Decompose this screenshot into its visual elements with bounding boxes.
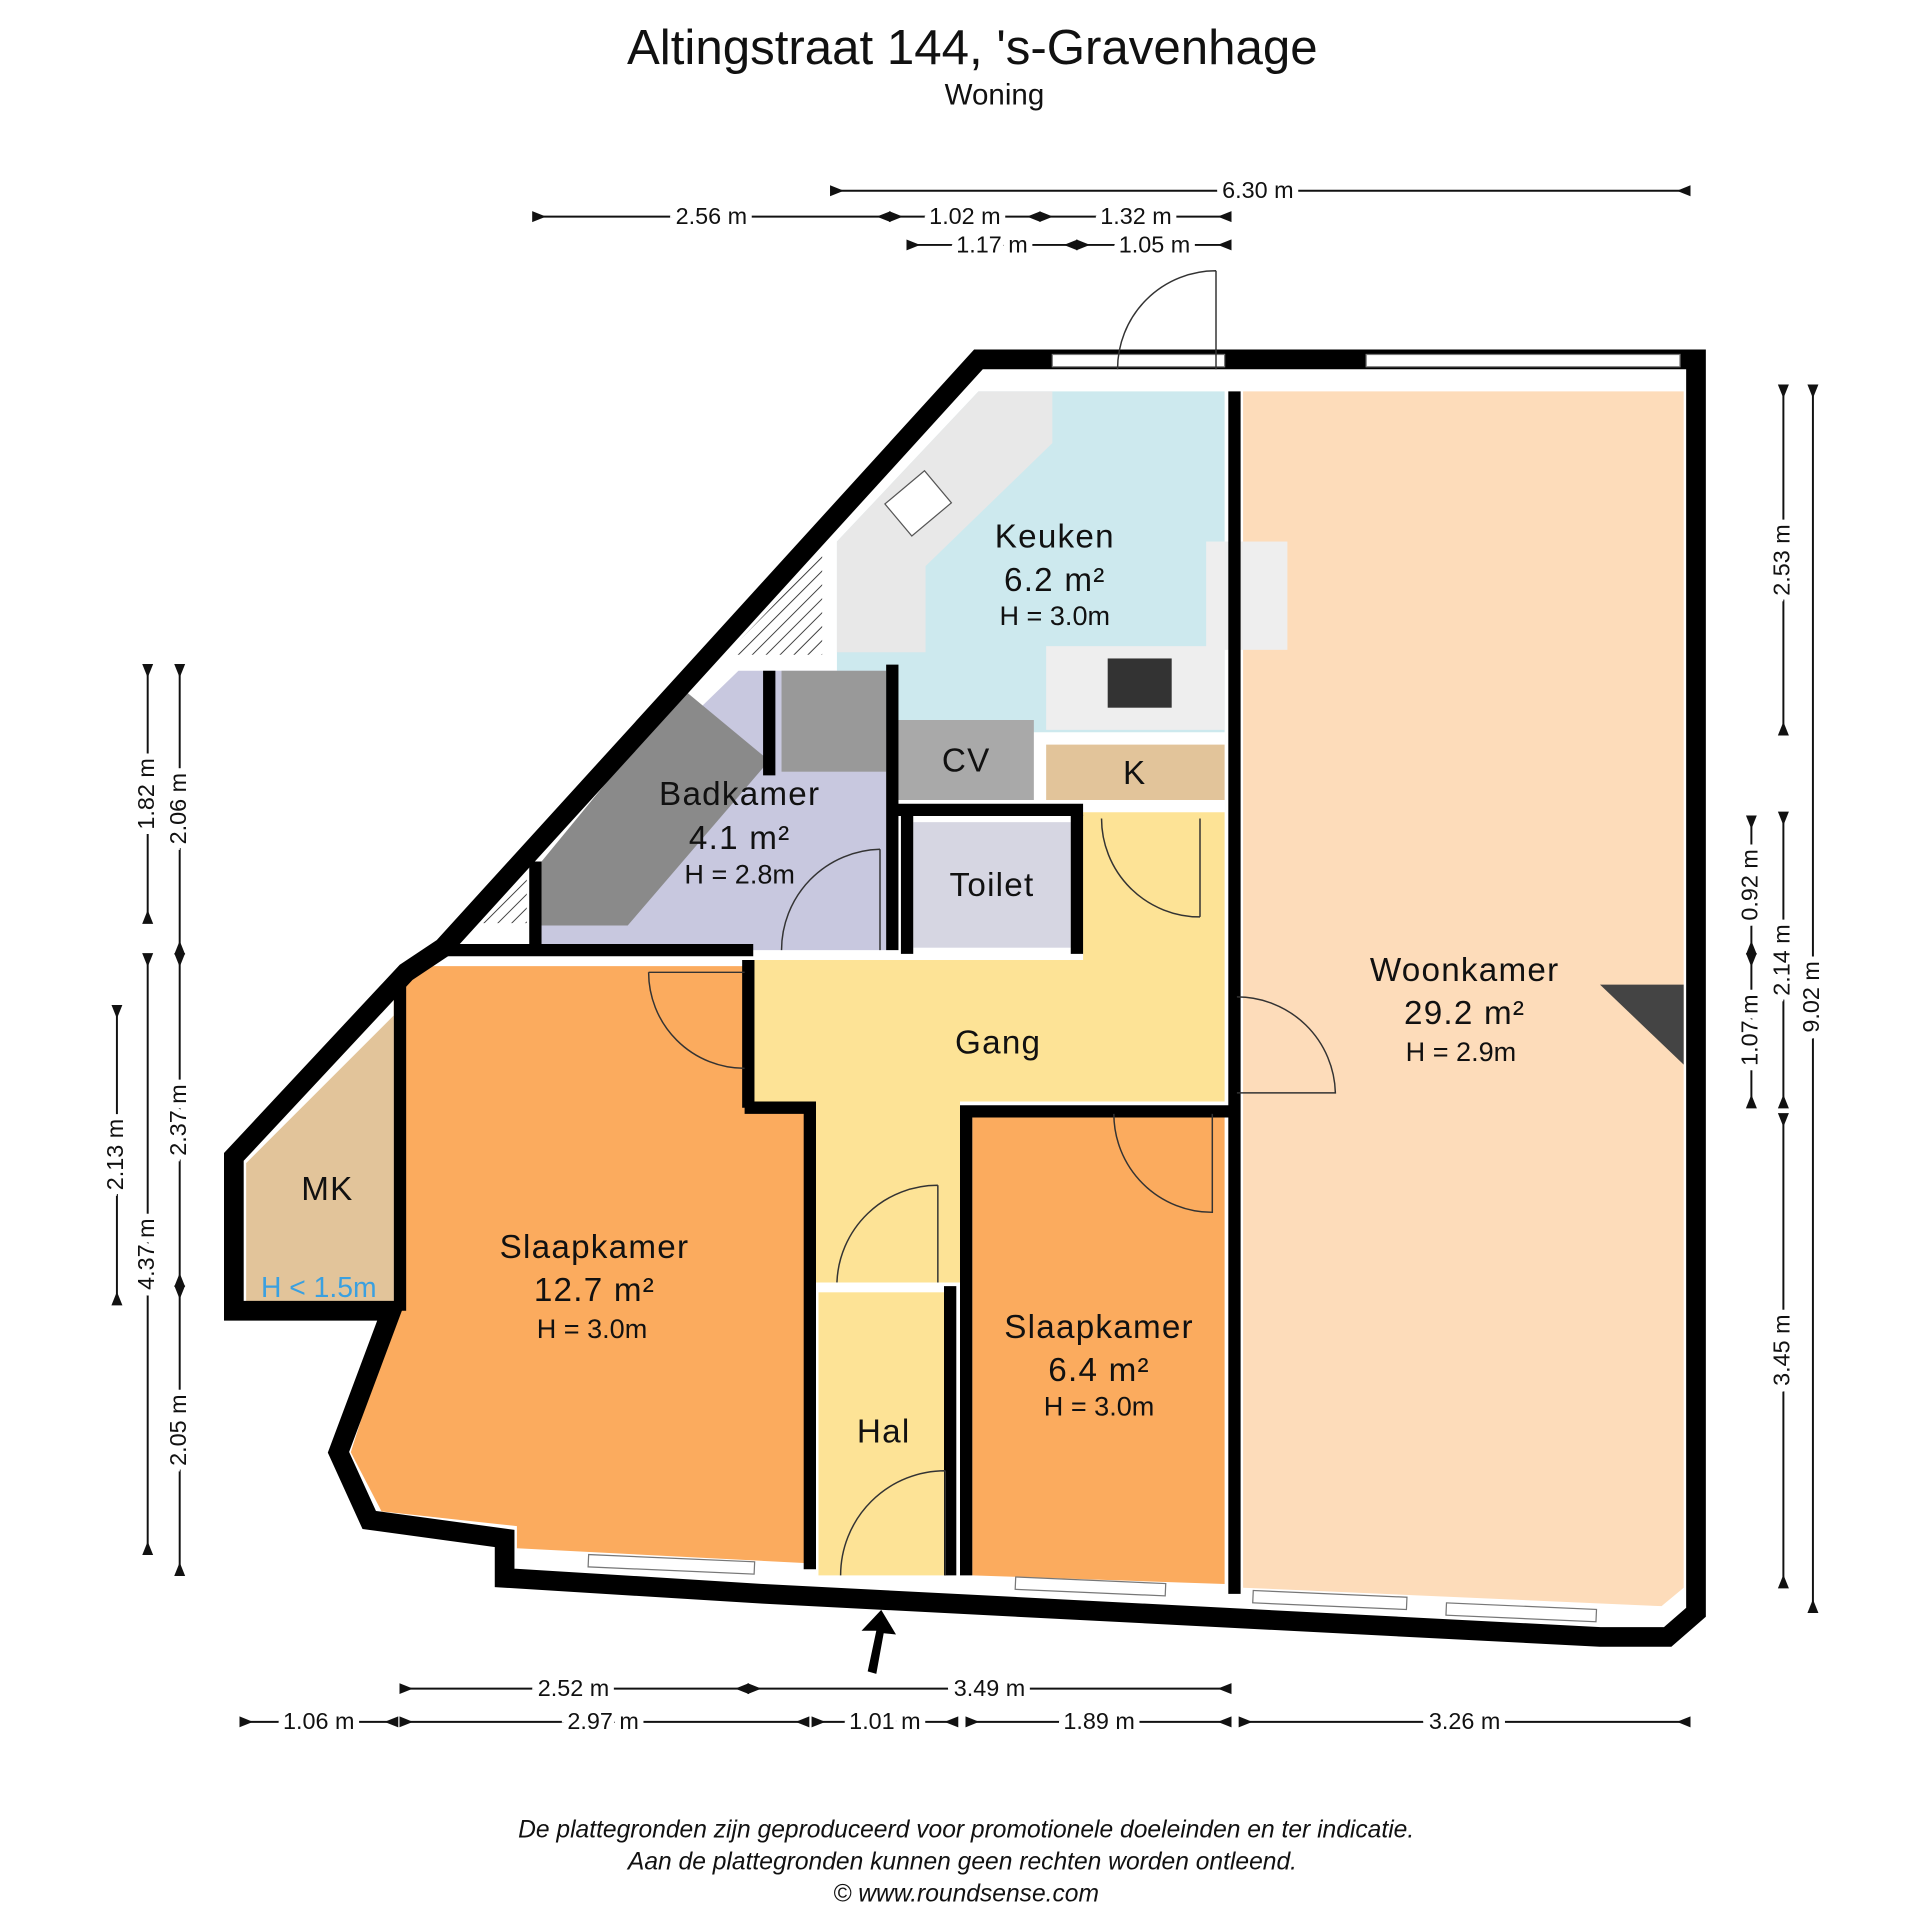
dimension-label: 2.13 m <box>102 1119 128 1190</box>
dimension-label: 2.97 m <box>567 1708 638 1734</box>
room-slaapkamer-2 <box>972 1113 1225 1584</box>
room-label: Woonkamer <box>1370 952 1560 989</box>
room-cv <box>896 720 1034 800</box>
entrance-door[interactable] <box>839 1470 946 1576</box>
bathtub-icon <box>541 689 770 926</box>
room-label: Toilet <box>950 867 1035 904</box>
dimension-label: 6.30 m <box>1222 177 1293 203</box>
dimension-label: 3.45 m <box>1769 1314 1795 1385</box>
room-height: H = 3.0m <box>1044 1390 1155 1421</box>
dimension-label: 1.01 m <box>849 1708 920 1734</box>
dimension-label: 1.06 m <box>283 1708 354 1734</box>
room-height: H = 3.0m <box>999 600 1110 631</box>
door[interactable] <box>647 971 745 1070</box>
room-label: MK <box>301 1171 353 1208</box>
disclaimer-line: Aan de plattegronden kunnen geen rechten… <box>626 1849 1297 1876</box>
door[interactable] <box>780 848 881 951</box>
exterior-wall <box>224 349 1706 1647</box>
room-mk <box>246 1015 394 1303</box>
room-label: Hal <box>857 1413 911 1450</box>
dimension-label: 2.37 m <box>165 1084 191 1155</box>
door[interactable] <box>836 1184 939 1283</box>
dimension-label: 2.52 m <box>538 1675 609 1701</box>
room-gang <box>753 812 1225 1283</box>
sink-icon <box>884 469 953 537</box>
dimension-label: 3.26 m <box>1429 1708 1500 1734</box>
room-area: 12.7 m² <box>534 1272 655 1309</box>
dimension-label: 2.53 m <box>1769 524 1795 595</box>
cooktop-icon <box>1107 658 1172 708</box>
door[interactable] <box>1100 818 1201 918</box>
interior-wall <box>744 1101 816 1570</box>
dimension-label: 1.17 m <box>956 231 1027 257</box>
room-label: K <box>1123 755 1146 792</box>
room-hal <box>818 1292 948 1576</box>
room-height: H = 3.0m <box>537 1313 648 1344</box>
room-label: Keuken <box>995 519 1115 556</box>
dimension-label: 1.89 m <box>1063 1708 1134 1734</box>
room-area: 4.1 m² <box>689 820 791 857</box>
shower-icon <box>781 670 887 772</box>
room-woonkamer <box>1243 391 1684 1607</box>
door[interactable] <box>1236 996 1337 1094</box>
dimension-label: 2.06 m <box>165 773 191 844</box>
interior-wall <box>960 1105 1231 1576</box>
window <box>1252 1589 1408 1611</box>
dimension-label: 1.32 m <box>1100 203 1171 229</box>
dimension-label: 1.02 m <box>929 203 1000 229</box>
window <box>1445 1602 1598 1623</box>
window <box>1014 1576 1167 1597</box>
room-label: Slaapkamer <box>1004 1309 1194 1346</box>
front-door-kitchen[interactable] <box>1116 270 1217 370</box>
page-title: Altingstraat 144, 's-Gravenhage <box>627 20 1318 75</box>
room-height: H = 2.9m <box>1406 1036 1517 1067</box>
dimension-label: 2.56 m <box>676 203 747 229</box>
room-label: CV <box>942 743 991 780</box>
dimension-label: 1.05 m <box>1119 231 1190 257</box>
dimension-label: 2.14 m <box>1769 924 1795 995</box>
disclaimer-line: De plattegronden zijn geproduceerd voor … <box>518 1817 1414 1844</box>
low-ceiling-note: H < 1.5m <box>261 1271 377 1303</box>
window <box>587 1553 756 1575</box>
window <box>1365 353 1681 368</box>
window <box>1051 353 1226 368</box>
room-toilet <box>913 822 1071 948</box>
kitchen-counter <box>836 391 1053 653</box>
room-area: 6.2 m² <box>1004 562 1106 599</box>
entrance-arrow-icon <box>861 1609 896 1674</box>
dimension-label: 2.05 m <box>165 1394 191 1465</box>
chimney <box>1600 984 1684 1065</box>
copyright-link[interactable]: © www.roundsense.com <box>833 1881 1099 1908</box>
room-slaapkamer-1 <box>350 966 807 1564</box>
dimension-label: 9.02 m <box>1798 961 1824 1032</box>
room-area: 6.4 m² <box>1048 1352 1150 1389</box>
room-label: Slaapkamer <box>500 1229 690 1266</box>
dimension-label: 1.07 m <box>1737 994 1763 1065</box>
room-label: Badkamer <box>659 776 820 813</box>
page-subtitle: Woning <box>945 79 1045 112</box>
room-label: Gang <box>955 1025 1041 1062</box>
door[interactable] <box>1113 1113 1214 1214</box>
dimension-label: 3.49 m <box>954 1675 1025 1701</box>
room-height: H = 2.8m <box>684 859 795 890</box>
dimension-label: 0.92 m <box>1737 849 1763 920</box>
dimension-label: 1.82 m <box>133 758 159 829</box>
room-k <box>1046 744 1225 800</box>
room-area: 29.2 m² <box>1404 995 1525 1032</box>
kitchen-island <box>1206 541 1288 650</box>
hatched-shaft <box>726 553 823 655</box>
dimension-label: 4.37 m <box>133 1218 159 1289</box>
